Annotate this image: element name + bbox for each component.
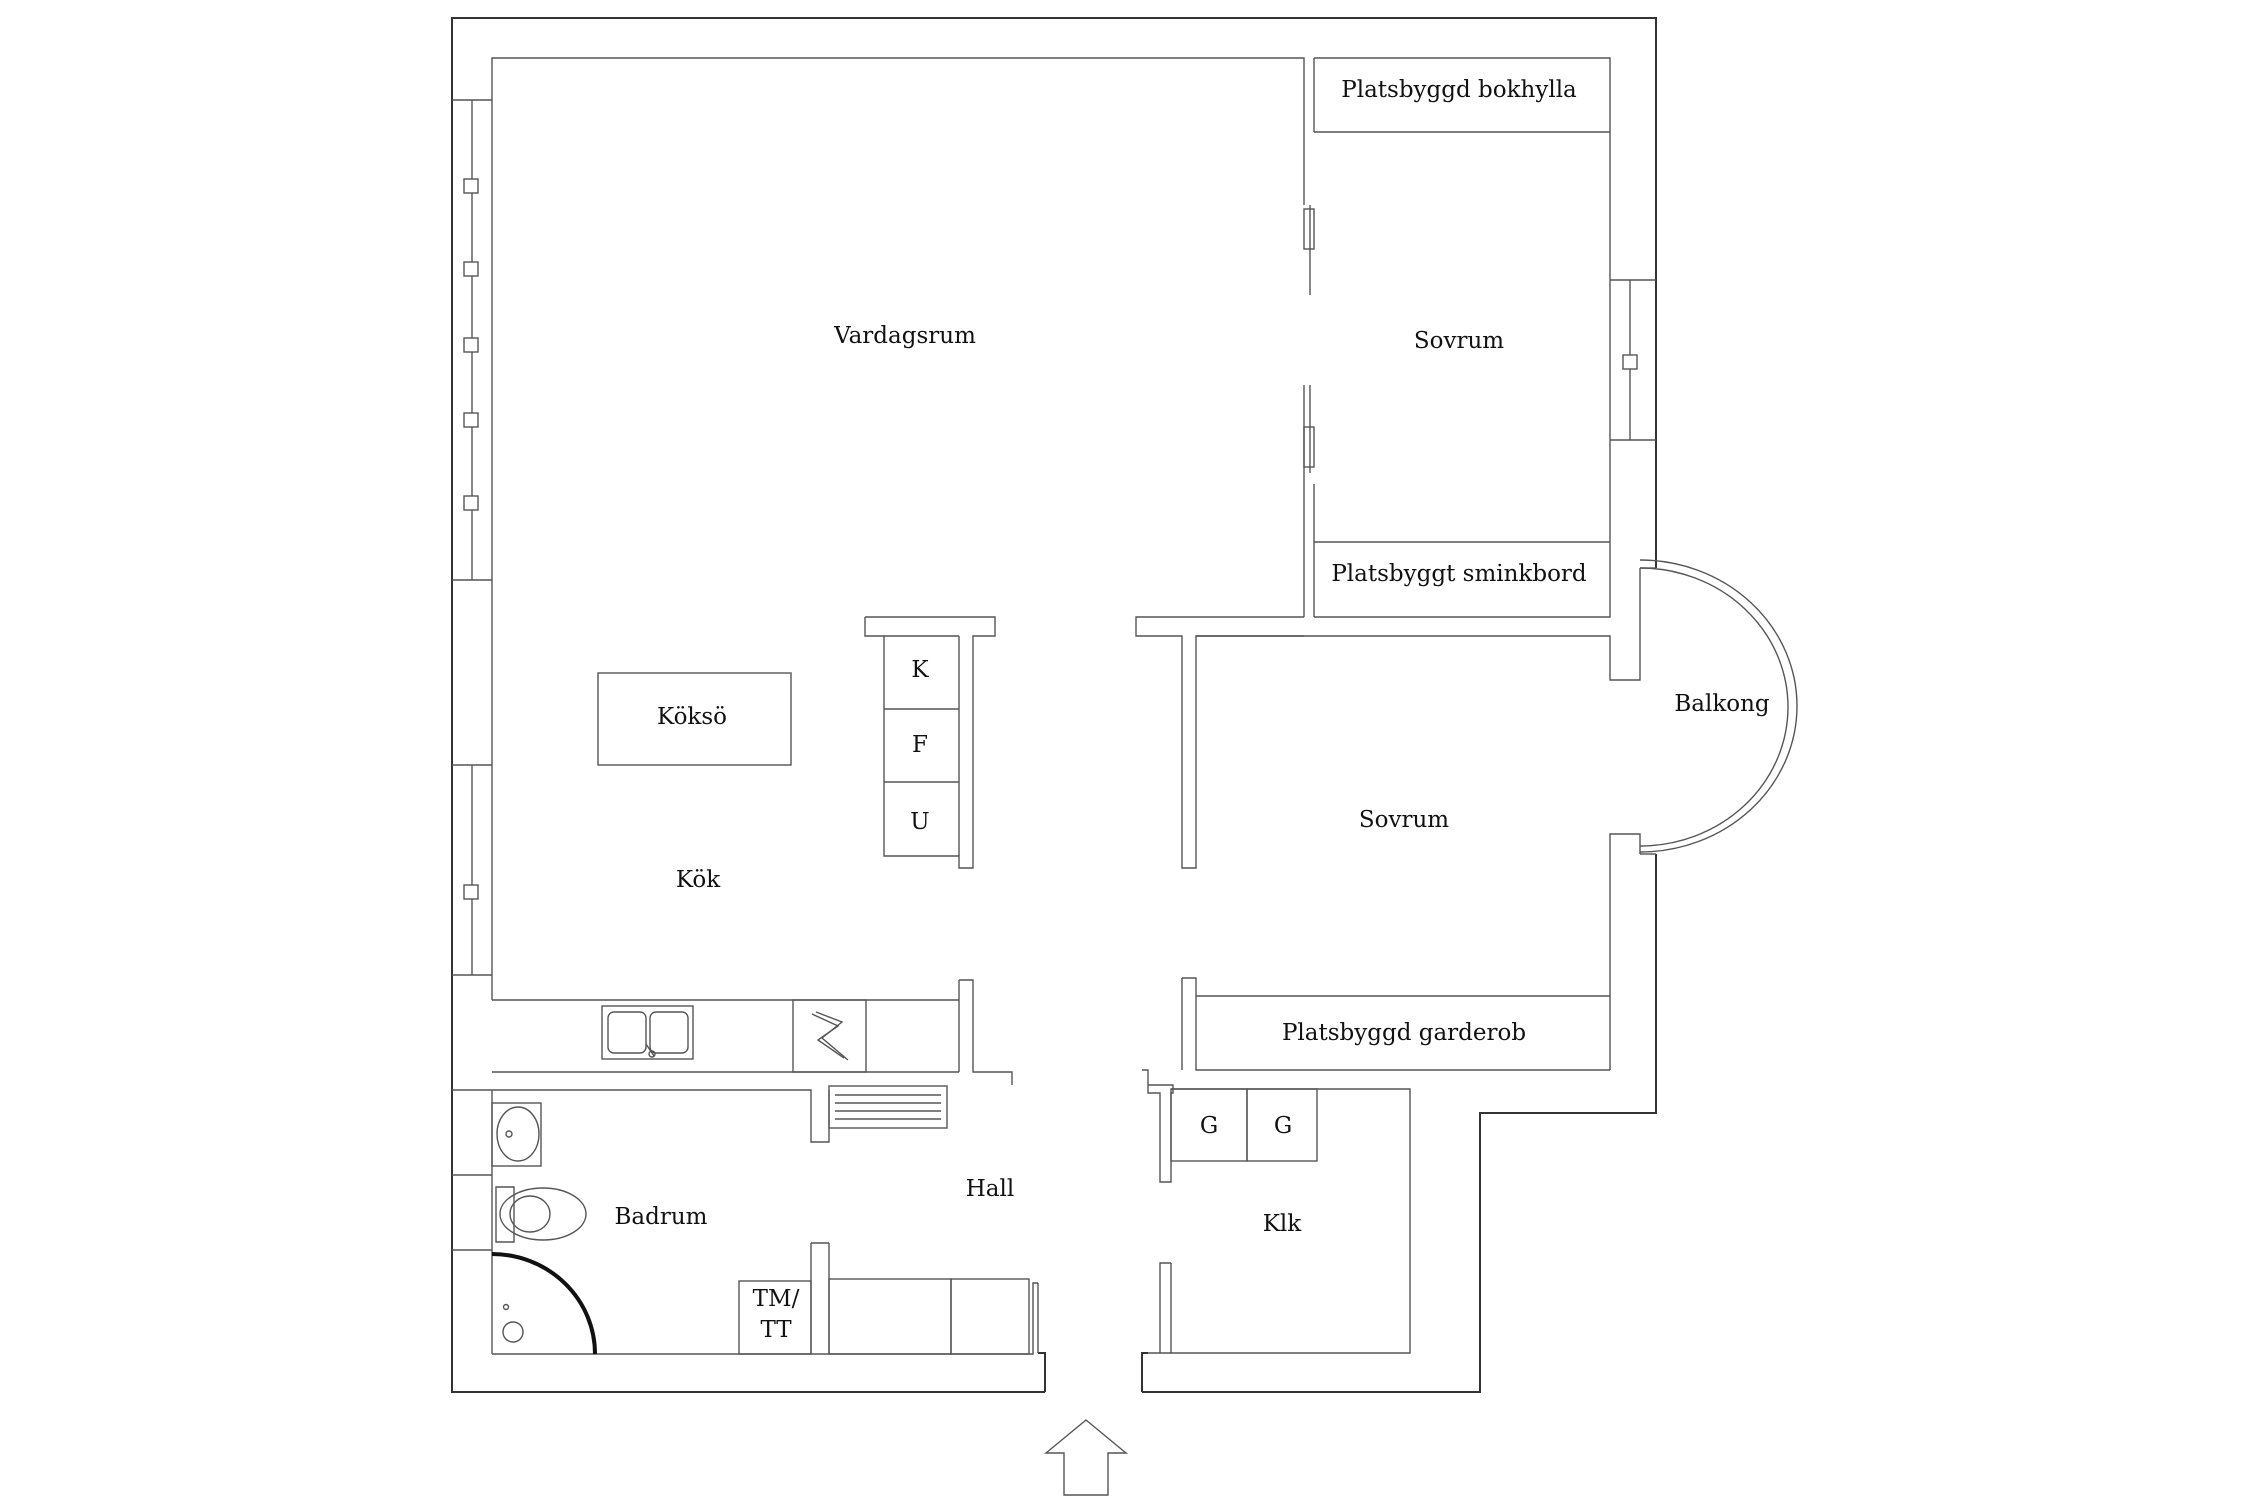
lower-bedroom (1181, 559, 1798, 1071)
label-appliance-u: U (910, 809, 929, 835)
left-windows (452, 99, 492, 976)
label-appliance-g1: G (1200, 1113, 1218, 1139)
label-garderob: Platsbyggd garderob (1282, 1020, 1526, 1046)
label-hall: Hall (966, 1176, 1014, 1202)
label-bokhylla: Platsbyggd bokhylla (1341, 77, 1577, 103)
closet (1142, 1069, 1411, 1354)
label-koksoe: Köksö (657, 704, 727, 730)
bathroom-and-hall (452, 1089, 1039, 1355)
stove-icon (792, 999, 867, 1073)
toilet-icon (495, 1186, 587, 1243)
double-sink-icon (601, 1005, 694, 1060)
label-sovrum-bottom: Sovrum (1359, 807, 1449, 833)
kitchen (492, 616, 1013, 1129)
radiator-icon (463, 412, 479, 428)
label-kok: Kök (676, 867, 721, 893)
label-appliance-f: F (912, 732, 928, 758)
up-arrow-icon (1044, 1419, 1128, 1496)
radiator-icon (463, 337, 479, 353)
washbasin-icon (491, 1102, 542, 1167)
label-sovrum-top: Sovrum (1414, 328, 1504, 354)
radiator-icon (463, 178, 479, 194)
label-tm-line1: TM/ (753, 1286, 800, 1312)
radiator-icon (828, 1085, 948, 1129)
top-bedroom (1303, 57, 1656, 618)
living-room-walls (491, 57, 1315, 1000)
label-tm-line2: TT (760, 1317, 792, 1343)
label-badrum: Badrum (615, 1204, 708, 1230)
label-klk: Klk (1263, 1211, 1303, 1237)
label-sminkbord: Platsbyggt sminkbord (1331, 561, 1587, 587)
tm-tt-cabinet (738, 1280, 812, 1355)
room-labels: Vardagsrum Sovrum Platsbyggd bokhylla Pl… (615, 77, 1770, 1343)
kitchen-island (597, 672, 792, 766)
shower-icon (491, 1252, 597, 1355)
radiator-icon (463, 884, 479, 900)
label-balkong: Balkong (1674, 691, 1770, 717)
label-vardagsrum: Vardagsrum (833, 323, 976, 349)
radiator-icon (1622, 354, 1638, 370)
outer-walls (451, 17, 1657, 1393)
label-appliance-k: K (911, 657, 929, 683)
label-appliance-g2: G (1274, 1113, 1292, 1139)
radiator-icon (463, 261, 479, 277)
radiator-icon (463, 495, 479, 511)
